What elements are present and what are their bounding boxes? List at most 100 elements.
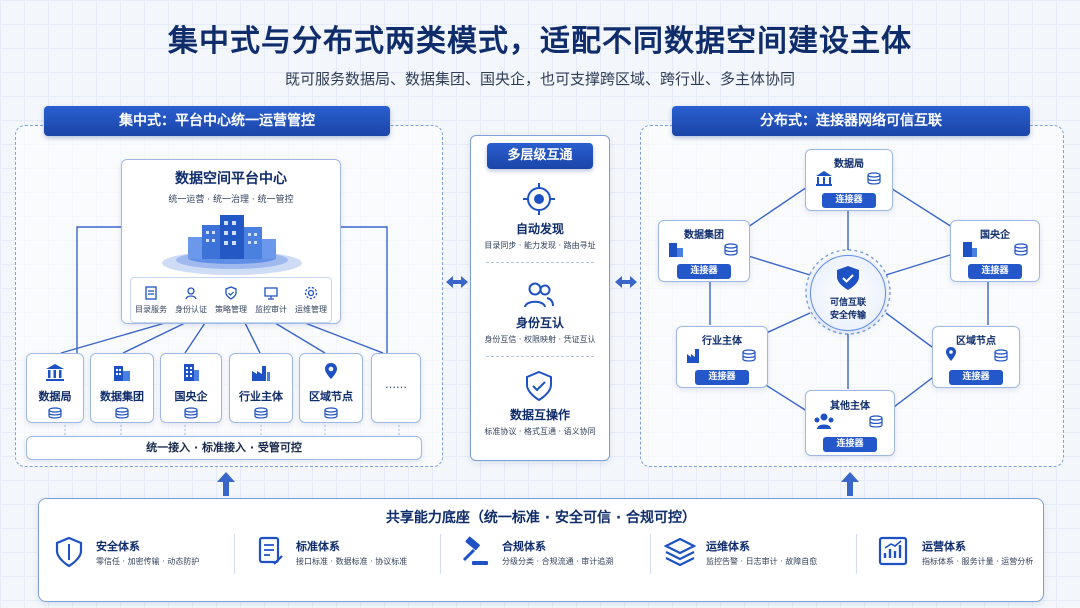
interop-item-desc: 身份互信 · 权限映射 · 凭证互认 [484, 335, 596, 344]
database-icon [867, 172, 881, 185]
center-trust-hub: 可信互联 安全传输 [810, 255, 886, 331]
building-icon [669, 243, 683, 257]
node-label: 区域节点 [309, 390, 353, 403]
node-icons [816, 171, 881, 186]
building-icon [114, 366, 130, 381]
node-soe: 国央企 [160, 353, 222, 423]
connector-tag: 连接器 [968, 264, 1022, 279]
platform-title: 数据空间平台中心 [175, 171, 287, 187]
location-pin-icon [946, 347, 956, 361]
node-icons [946, 347, 1008, 362]
database-icon [724, 243, 738, 256]
divider [856, 534, 857, 574]
node-label: 数据集团 [100, 390, 144, 403]
gear-icon [304, 286, 318, 300]
divider [486, 262, 594, 263]
layers-icon [664, 537, 696, 567]
node-label: 国央企 [174, 390, 208, 403]
foundation-title: 共享能力底座（统一标准 · 安全可信 · 合规可控） [385, 510, 697, 526]
right-bidirectional-arrow [615, 276, 637, 288]
interop-tag: 多层级互通 [487, 143, 593, 169]
node-label: 其他主体 [830, 401, 870, 412]
interop-panel [470, 135, 610, 461]
node-label: 数据局 [38, 390, 72, 403]
node-label: 数据集团 [684, 230, 724, 241]
service-label: 身份认证 [175, 305, 207, 314]
net-node-region: 区域节点 连接器 [932, 326, 1020, 388]
node-label: 区域节点 [956, 336, 996, 347]
access-bar: 统一接入 · 标准接入 · 受管可控 [26, 436, 422, 460]
database-icon [742, 349, 756, 362]
service-ops: 运维管理 [295, 285, 327, 315]
platform-services: 目录服务 身份认证 策略管理 监控审计 运维管理 [130, 277, 332, 323]
net-node-data-group: 数据集团 连接器 [658, 220, 750, 282]
foundation-item-desc: 分级分类 · 合规流通 · 审计追溯 [502, 557, 614, 566]
foundation-panel: 共享能力底座（统一标准 · 安全可信 · 合规可控） [38, 498, 1044, 602]
interop-item-desc: 标准协议 · 格式互通 · 语义协同 [484, 427, 596, 436]
database-icon [324, 407, 338, 419]
node-label: 行业主体 [239, 390, 283, 403]
node-label: 国央企 [980, 230, 1010, 241]
connector-tag: 连接器 [822, 193, 876, 208]
node-label: 数据局 [834, 159, 864, 170]
distributed-tag: 分布式：连接器网络可信互联 [672, 106, 1030, 136]
node-label: …… [385, 378, 407, 391]
interop-item-title: 自动发现 [515, 222, 564, 236]
up-arrow-left [217, 472, 235, 496]
foundation-item-desc: 监控告警 · 日志审计 · 故障自愈 [706, 557, 818, 566]
users-icon [524, 282, 554, 308]
target-icon [523, 183, 555, 215]
foundation-item-desc: 接口标准 · 数据标准 · 协议标准 [296, 557, 408, 566]
database-icon [994, 349, 1008, 362]
factory-icon [252, 366, 270, 381]
net-node-industry: 行业主体 连接器 [676, 326, 768, 388]
foundation-item-desc: 零信任 · 加密传输 · 动态防护 [96, 557, 200, 566]
database-icon [115, 407, 129, 419]
factory-icon [687, 349, 699, 363]
office-building-icon [963, 242, 977, 257]
group-icon [814, 413, 834, 429]
service-label: 目录服务 [135, 305, 167, 314]
service-label: 运维管理 [295, 305, 327, 314]
service-label: 监控审计 [255, 305, 287, 314]
left-bidirectional-arrow [446, 276, 468, 288]
up-arrow-right [841, 472, 859, 496]
node-icons [669, 243, 738, 257]
foundation-item-desc: 指标体系 · 服务计量 · 运营分析 [922, 557, 1034, 566]
node-more: …… [371, 353, 421, 423]
foundation-item-title: 标准体系 [296, 540, 340, 553]
shield-check-icon [837, 266, 859, 290]
connector-tag: 连接器 [949, 370, 1003, 385]
service-catalog: 目录服务 [135, 285, 167, 315]
platform-subtitle: 统一运营 · 统一治理 · 统一管控 [168, 195, 294, 205]
database-icon [1014, 243, 1028, 256]
interop-item-title: 身份互认 [515, 316, 564, 330]
policy-shield-icon [225, 286, 237, 300]
foundation-item-title: 运维体系 [706, 540, 750, 553]
divider [440, 534, 441, 574]
net-node-other: 其他主体 连接器 [805, 390, 895, 456]
office-building-icon [184, 364, 199, 381]
interop-item-title: 数据互操作 [509, 408, 570, 422]
database-icon [254, 407, 268, 419]
gavel-icon [462, 536, 488, 565]
divider [650, 534, 651, 574]
foundation-item-title: 安全体系 [96, 540, 140, 553]
net-node-data-bureau: 数据局 连接器 [805, 149, 893, 211]
service-label: 策略管理 [215, 305, 247, 314]
location-pin-icon [325, 363, 337, 379]
centralized-tag: 集中式：平台中心统一运营管控 [44, 106, 390, 136]
node-data-bureau: 数据局 [26, 353, 84, 423]
node-icons [687, 349, 756, 363]
page-title: 集中式与分布式两类模式，适配不同数据空间建设主体 [168, 24, 912, 59]
shield-icon [55, 536, 83, 568]
monitor-icon [264, 287, 278, 300]
node-region: 区域节点 [299, 353, 363, 423]
database-icon [184, 407, 198, 419]
connector-tag: 连接器 [823, 437, 877, 452]
foundation-item-title: 合规体系 [502, 540, 546, 553]
center-label: 安全传输 [829, 311, 866, 321]
divider [486, 356, 594, 357]
connector-tag: 连接器 [695, 370, 749, 385]
page-subtitle: 既可服务数据局、数据集团、国央企，也可支撑跨区域、跨行业、多主体协同 [284, 70, 795, 88]
